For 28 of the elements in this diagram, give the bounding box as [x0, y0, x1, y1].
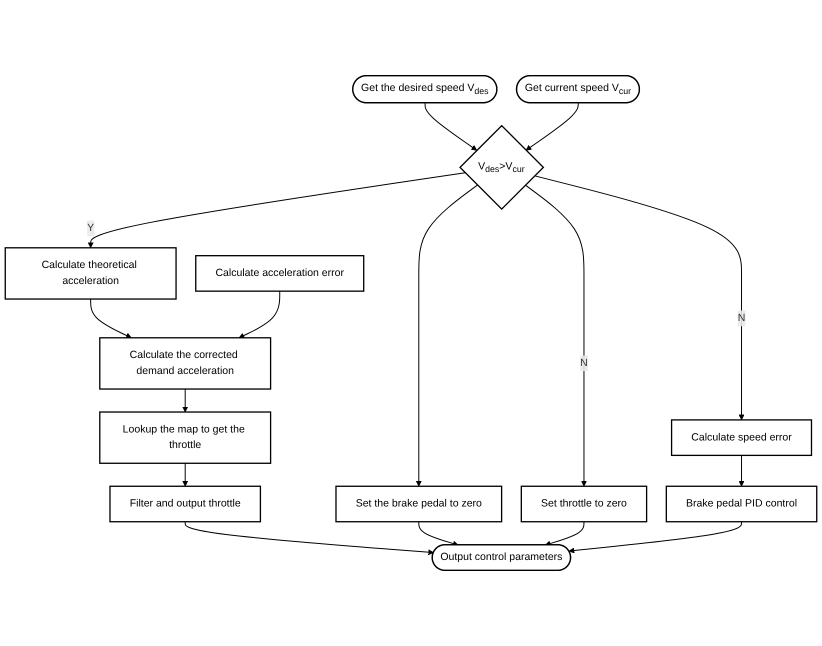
edge-label: N — [580, 358, 588, 369]
arrow — [182, 462, 188, 487]
node-box: Calculate the corrected demand acceleration — [99, 337, 272, 390]
node-box: Calculate theoretical acceleration — [4, 247, 177, 300]
arrow — [424, 102, 478, 151]
arrow — [90, 298, 132, 338]
node-box: Lookup the map to get the throttle — [99, 411, 272, 464]
arrow — [182, 388, 188, 412]
arrow — [526, 102, 579, 151]
arrow — [524, 184, 587, 487]
node-box: Calculate speed error — [670, 419, 812, 456]
arrow — [88, 172, 466, 248]
node-box: Set throttle to zero — [520, 486, 648, 522]
arrow — [238, 290, 280, 338]
node-box: Calculate acceleration error — [195, 255, 364, 292]
edge-label: Y — [87, 222, 94, 234]
node-diamond: V$_{des}$>V$_{cur}$ — [459, 124, 544, 210]
arrow — [416, 184, 478, 487]
arrow — [544, 521, 584, 546]
arrow — [738, 454, 744, 487]
edge-label: N — [738, 312, 746, 324]
arrow — [568, 521, 742, 554]
node-box: Brake pedal PID control — [666, 486, 818, 522]
arrow — [184, 521, 434, 556]
arrow — [534, 175, 744, 420]
node-box: Set the brake pedal to zero — [335, 486, 502, 522]
arrow — [418, 521, 458, 546]
node-box: Filter and output throttle — [109, 486, 262, 522]
